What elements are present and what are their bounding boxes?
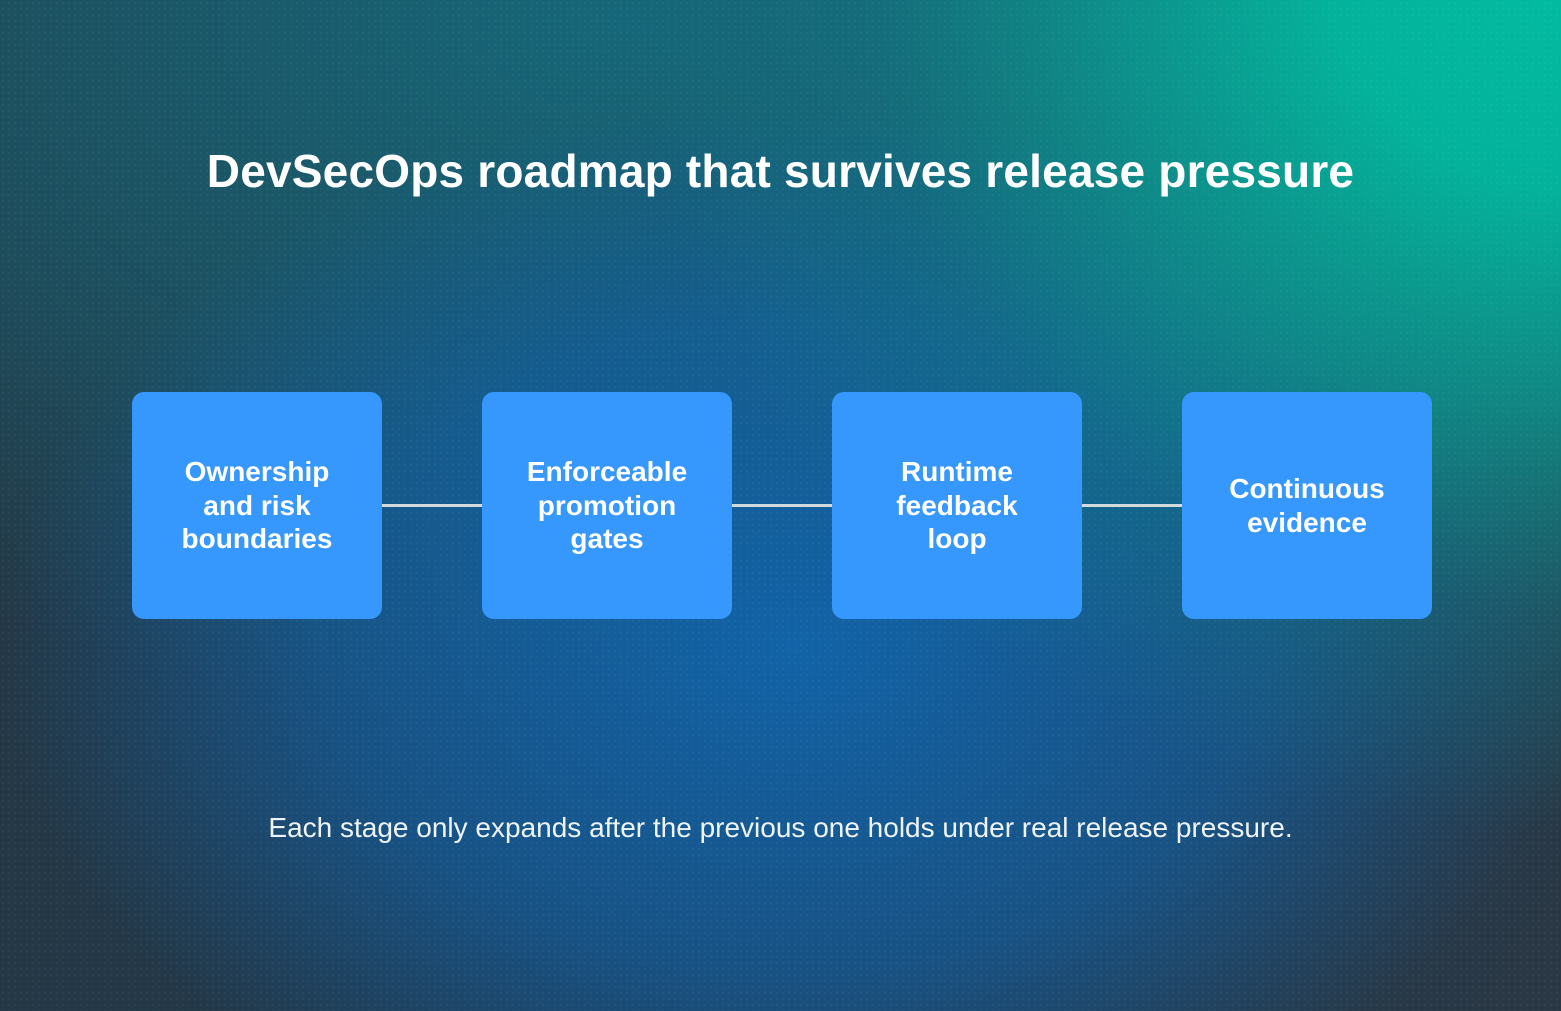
stage-connector <box>732 504 832 507</box>
stage-label: Continuous evidence <box>1229 472 1385 538</box>
stage-box-continuous-evidence: Continuous evidence <box>1182 392 1432 619</box>
stage-box-runtime-feedback: Runtime feedback loop <box>832 392 1082 619</box>
stage-box-promotion-gates: Enforceable promotion gates <box>482 392 732 619</box>
stage-label: Enforceable promotion gates <box>526 456 688 555</box>
stage-connector <box>1082 504 1182 507</box>
diagram-caption: Each stage only expands after the previo… <box>268 812 1293 843</box>
stage-label: Runtime feedback loop <box>896 456 1018 555</box>
diagram-title: DevSecOps roadmap that survives release … <box>206 145 1355 197</box>
stage-flow: Ownership and risk boundaries Enforceabl… <box>132 392 1432 619</box>
stage-connector <box>382 504 482 507</box>
stage-box-ownership: Ownership and risk boundaries <box>132 392 382 619</box>
stage-label: Ownership and risk boundaries <box>181 456 333 555</box>
